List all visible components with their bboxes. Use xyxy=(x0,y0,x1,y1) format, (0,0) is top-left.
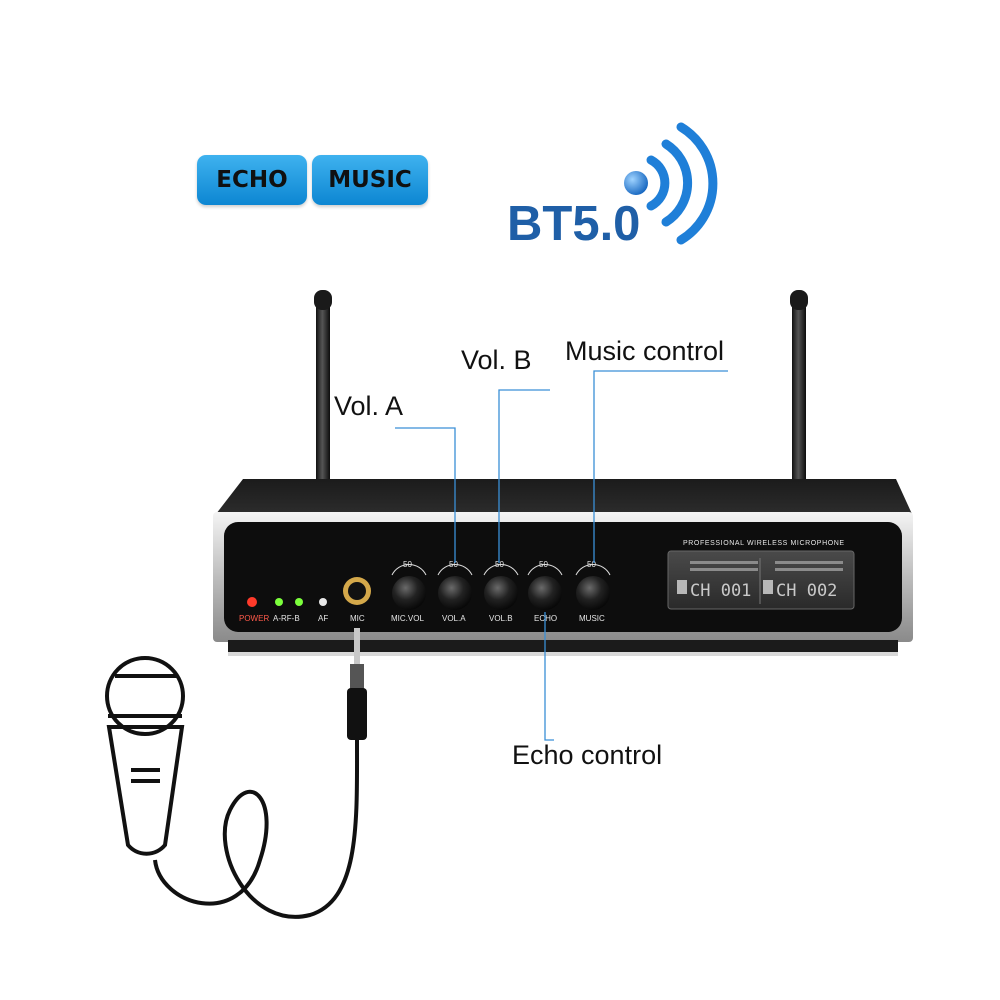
music-badge: MUSIC xyxy=(312,155,428,205)
bluetooth-waves-icon xyxy=(624,122,718,245)
channel-b-display: CH 002 xyxy=(776,581,837,601)
svg-text:VOL.B: VOL.B xyxy=(489,614,513,623)
mic-jack-label: MIC xyxy=(350,614,365,623)
mic-jack xyxy=(343,577,371,605)
microphone-icon xyxy=(105,656,185,856)
svg-text:VOL.A: VOL.A xyxy=(442,614,466,623)
af-label: AF xyxy=(318,614,328,623)
music-control-callout: Music control xyxy=(565,336,725,366)
svg-text:50: 50 xyxy=(403,560,412,569)
vol-a-callout: Vol. A xyxy=(334,391,404,421)
echo-badge: ECHO xyxy=(197,155,307,205)
svg-text:MUSIC: MUSIC xyxy=(579,614,605,623)
svg-text:50: 50 xyxy=(539,560,548,569)
knob-mic-vol: 50 MIC.VOL xyxy=(391,560,427,623)
rf-label: A-RF-B xyxy=(273,614,300,623)
svg-text:50: 50 xyxy=(495,560,504,569)
mic-cable xyxy=(153,739,360,919)
bluetooth-version-label: BT5.0 xyxy=(507,197,641,251)
power-label: POWER xyxy=(239,614,269,623)
vol-b-callout: Vol. B xyxy=(461,345,532,375)
antenna-right xyxy=(790,290,808,482)
svg-text:50: 50 xyxy=(587,560,596,569)
callout-lines xyxy=(395,370,728,741)
svg-text:MIC.VOL: MIC.VOL xyxy=(391,614,424,623)
mic-plug xyxy=(347,628,367,740)
panel-header: PROFESSIONAL WIRELESS MICROPHONE xyxy=(683,540,845,547)
knob-vol-b: 50 VOL.B xyxy=(483,560,519,623)
echo-control-callout: Echo control xyxy=(512,740,663,770)
antenna-left xyxy=(314,290,332,482)
channel-a-display: CH 001 xyxy=(690,581,751,601)
knob-music: 50 MUSIC xyxy=(575,560,611,623)
knob-vol-a: 50 VOL.A xyxy=(437,560,473,623)
svg-text:50: 50 xyxy=(449,560,458,569)
